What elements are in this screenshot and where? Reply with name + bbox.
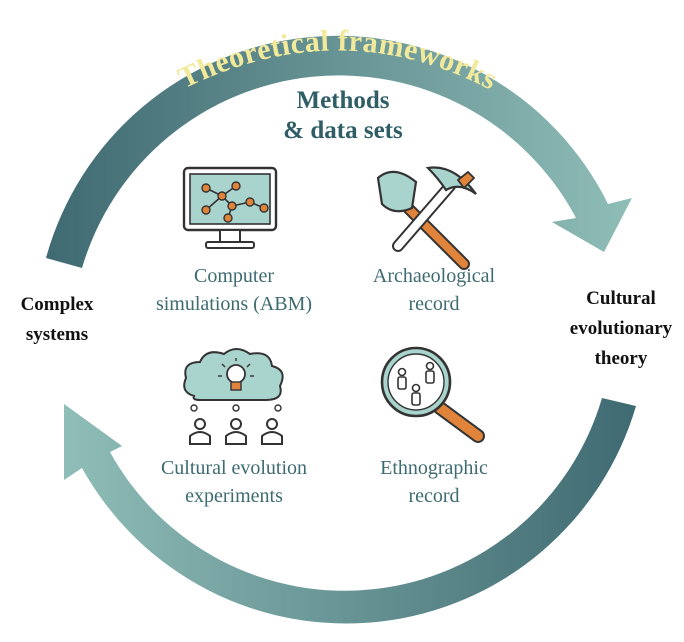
method-label-cultural-evolution-experiments: Cultural evolution experiments (160, 457, 308, 507)
right-label: Cultural evolutionary theory (569, 288, 673, 369)
lightbulb-people-icon (183, 348, 284, 445)
top-cycle-arrow (46, 35, 632, 269)
bottom-cycle-arrow (64, 398, 636, 624)
method-label-computer-simulations: Computer simulations (ABM) (155, 265, 313, 315)
method-label-ethnographic-record: Ethnographic record (380, 457, 488, 507)
center-title: Methods & data sets (283, 87, 403, 144)
method-label-archaeological-record: Archaeological record (372, 265, 496, 315)
computer-network-icon (182, 166, 278, 249)
left-label: Complex systems (20, 294, 94, 345)
magnifier-people-icon (380, 346, 485, 443)
shovel-pickaxe-icon (376, 166, 477, 270)
